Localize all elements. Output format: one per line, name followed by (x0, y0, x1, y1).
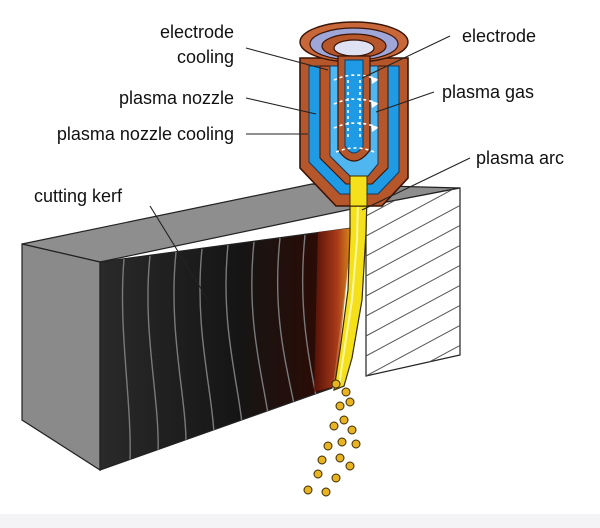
molten-zone (314, 228, 352, 392)
leader-plasma-arc (361, 157, 471, 211)
plasma-arc (333, 195, 368, 391)
label-electrode-cooling-line1: electrode (160, 22, 234, 42)
leader-plasma-gas (375, 91, 435, 113)
label-plasma-gas: plasma gas (442, 82, 534, 102)
plasma-arc-core (338, 199, 359, 387)
plasma-arc-column (333, 195, 368, 391)
workpiece-cross-section (365, 187, 461, 377)
label-electrode-cooling-line2: cooling (177, 47, 234, 67)
footer-strip (0, 514, 600, 528)
leader-lines (149, 35, 471, 301)
gas-flow-paths (333, 74, 379, 153)
label-plasma-nozzle: plasma nozzle (119, 88, 234, 108)
labels: electrode cooling plasma nozzle plasma n… (34, 22, 564, 206)
label-plasma-nozzle-cooling: plasma nozzle cooling (57, 124, 234, 144)
label-electrode: electrode (462, 26, 536, 46)
label-plasma-arc: plasma arc (476, 148, 564, 168)
workpiece-end-face (21, 243, 101, 472)
electrode-top (333, 39, 375, 57)
nozzle-orifice (349, 175, 368, 207)
plasma-torch (299, 21, 409, 207)
leader-electrode-cooling (245, 47, 329, 71)
electrode-cooling-core (344, 59, 364, 154)
workpiece-block (21, 183, 461, 472)
leader-plasma-nozzle (245, 97, 317, 115)
kerf-wall (99, 227, 353, 471)
leader-electrode (361, 35, 451, 79)
kerf-drag-lines (121, 234, 317, 463)
molten-droplets (303, 379, 361, 497)
leader-cutting-kerf (149, 205, 209, 301)
flow-arrows (371, 76, 378, 132)
label-cutting-kerf: cutting kerf (34, 186, 123, 206)
